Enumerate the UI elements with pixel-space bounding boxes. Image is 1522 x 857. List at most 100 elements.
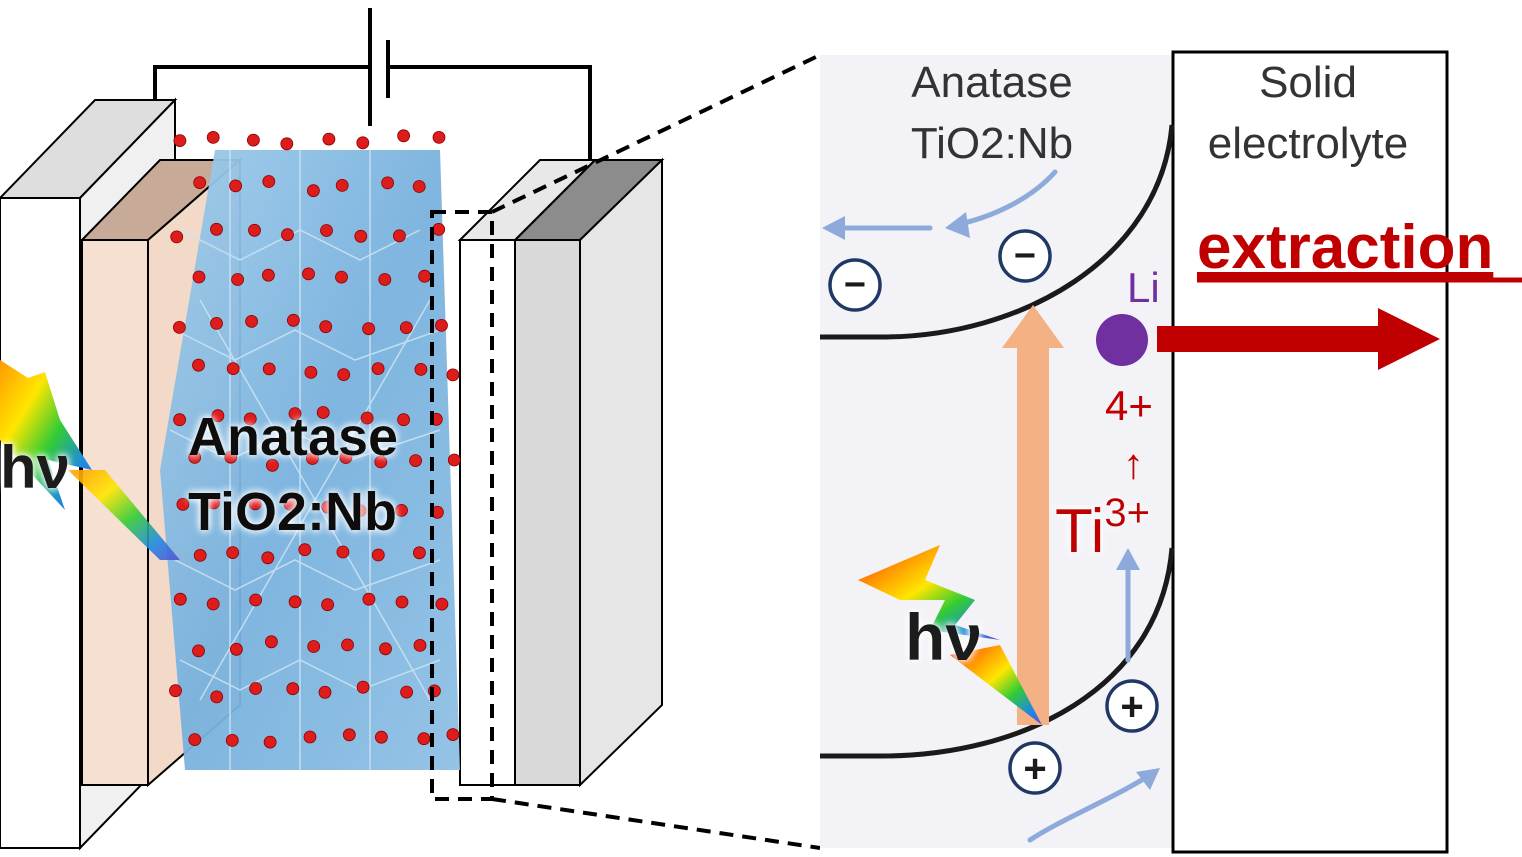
oxidation-arrow: ↑ [1123,440,1144,487]
oxygen-atom [226,362,240,376]
oxygen-atom [176,497,190,511]
oxygen-atom [304,365,318,379]
oxygen-atom [412,180,426,193]
flow-arrowheads [822,212,1160,790]
oxygen-atom [339,451,353,464]
oxygen-atom [249,593,263,607]
oxygen-atom [353,504,367,518]
valence-band [820,547,1175,759]
oxygen-atom [395,503,408,517]
electrolyte-label-line1: Solid [1259,58,1357,107]
oxygen-atom [303,730,317,744]
light-label-right: hν [905,600,982,674]
oxygen-atom [286,682,300,696]
oxygen-atom [414,362,428,376]
oxygen-atom [225,734,239,747]
oxygen-atom [412,546,426,560]
oxygen-atom [381,176,395,190]
oxygen-atom [374,455,388,469]
oxygen-atom [397,413,411,427]
oxygen-atom [262,175,276,188]
excitation-arrow [1002,305,1064,725]
right-electrode [512,157,665,788]
oxygen-atom [283,497,297,511]
oxygen-atom [371,548,385,562]
electron-symbol: − [998,229,1052,283]
oxygen-atoms [169,129,461,749]
oxygen-atom [229,179,243,193]
oxygen-atom [371,362,385,376]
oxygen-atom [173,134,187,148]
oxygen-atom [435,597,449,611]
film-label-line1: Anatase [188,407,398,467]
oxygen-atom [447,453,461,467]
light-label-left: hν [0,434,70,501]
film-label-line2: TiO2:Nb [188,482,397,542]
oxygen-atom [418,269,432,283]
anatase-crystal [160,129,461,770]
oxygen-atom [302,267,315,281]
svg-text:−: − [844,264,866,306]
oxygen-atom [170,230,184,244]
oxygen-atom [432,222,446,236]
oxygen-atom [224,450,238,464]
oxygen-atom [305,452,319,465]
oxygen-atom [243,412,257,426]
li-label: Li [1127,264,1160,311]
hole-symbol: + [1008,741,1062,795]
oxygen-atom [248,223,261,237]
oxygen-atom [281,228,294,242]
oxygen-atom [193,176,207,190]
solid-electrolyte-box [1171,50,1449,854]
oxygen-atom [316,406,330,419]
oxygen-atom [337,368,351,382]
oxygen-atom [249,682,263,695]
oxygen-atom [362,322,376,336]
oxygen-atom [169,684,182,698]
conduction-band [820,124,1175,340]
oxygen-atom [207,496,221,510]
oxygen-atom [173,413,187,427]
oxygen-atom [210,690,224,704]
oxygen-atom [298,543,312,557]
oxygen-atom [320,224,333,237]
oxygen-atom [264,635,278,649]
oxygen-atom [318,685,332,699]
oxygen-atom [226,546,240,559]
oxygen-atom [307,640,321,653]
oxygen-atom [321,500,335,514]
oxygen-atom [288,407,302,421]
oxygen-atom [188,733,202,746]
oxygen-atom [248,497,262,511]
oxygen-atom [245,314,259,328]
oxygen-atom [192,644,205,658]
electron-symbol: − [828,258,882,312]
material-label-line1: Anatase [911,58,1072,107]
oxygen-atom [192,358,205,372]
oxygen-atom [336,545,350,559]
oxygen-atom [262,362,276,376]
oxygen-atom [211,409,225,423]
oxygen-atom [356,136,370,150]
ti-charge: 3+ [1104,491,1150,535]
electrolyte-label-line2: electrolyte [1208,119,1409,168]
oxygen-atom [354,229,368,243]
oxygen-atom [446,368,460,382]
oxygen-atom [409,454,423,468]
oxygen-atom [400,685,414,699]
oxidation-state-new: 4+ [1105,382,1153,429]
oxygen-atom [413,639,427,652]
svg-text:−: − [1014,235,1036,277]
oxygen-atom [231,273,245,286]
light-bolt-left [0,360,180,560]
oxygen-atom [193,549,207,562]
oxygen-atom [246,133,260,147]
oxygen-atom [321,598,335,612]
oxygen-atom [210,222,223,236]
oxygen-atom [417,732,431,746]
material-label-line2: TiO2:Nb [911,119,1073,168]
light-bolt-right [858,545,1042,725]
ti-ion-label: Ti3+ [1055,491,1150,566]
oxygen-atom [306,184,320,198]
oxygen-atom [229,642,243,656]
